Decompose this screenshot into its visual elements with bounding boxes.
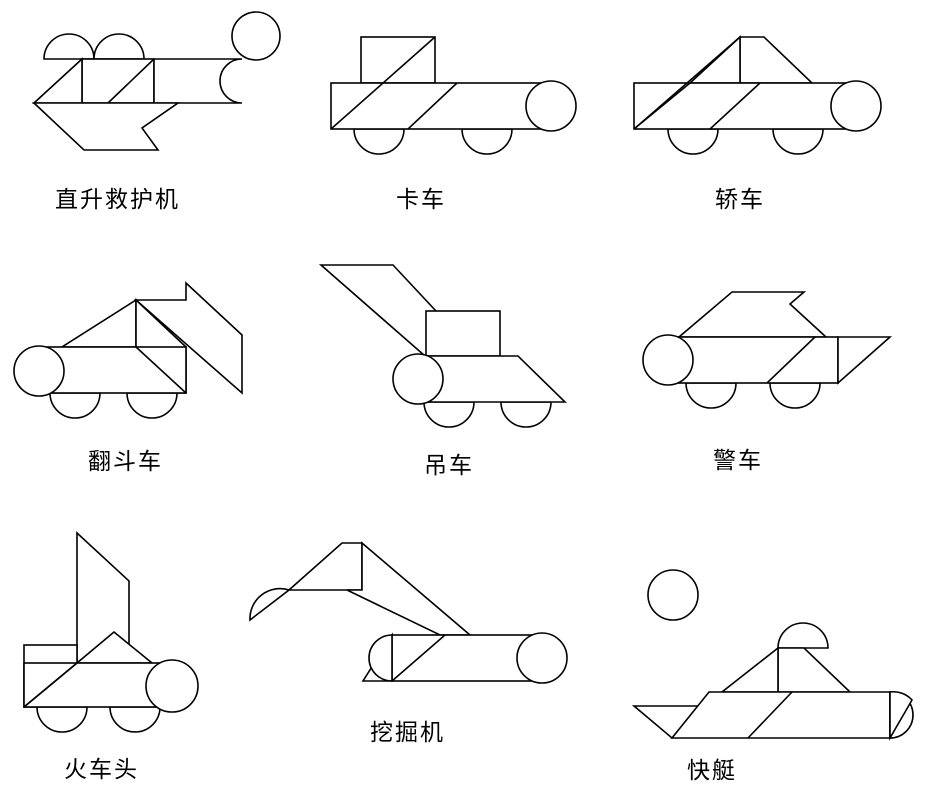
arm-parallelogram [346, 541, 473, 636]
skid-parallelogram [31, 102, 181, 151]
figure-crane [318, 264, 567, 428]
wheel-half-circle-right [772, 128, 824, 155]
tail-circle [231, 11, 281, 61]
wheel-half-circle-right [109, 706, 161, 733]
arm-triangle [286, 542, 363, 591]
cab-triangle [59, 298, 137, 348]
stern-half-circle-outer [889, 690, 913, 741]
wheel-half-circle-left [423, 401, 475, 428]
cab-diagonal [23, 662, 78, 708]
bucket-half-circle [249, 587, 291, 622]
dump-bucket [133, 281, 243, 395]
caption-police-car: 警车 [713, 448, 763, 474]
rear-circle [642, 334, 694, 386]
hull-body [670, 691, 891, 739]
cab-square [360, 36, 436, 84]
body-square [81, 58, 155, 104]
front-circle [830, 80, 882, 132]
figure-excavator [249, 541, 568, 684]
wheel-half-circle-left [667, 128, 719, 155]
caption-speedboat: 快艇 [687, 758, 737, 784]
wheel-half-circle-right [461, 128, 513, 155]
car-body [633, 82, 857, 130]
front-circle [525, 80, 577, 132]
figure-truck [330, 36, 577, 155]
nose-triangle [31, 57, 83, 104]
sun-circle [647, 569, 699, 621]
front-circle [145, 659, 199, 713]
rear-circle [392, 353, 444, 405]
body-diagonal [107, 58, 155, 104]
wheel-half-circle-left [36, 706, 88, 733]
roof-shape [676, 291, 829, 338]
rotor-half-circle-right [93, 33, 145, 60]
body-diagonal [391, 634, 446, 682]
figure-dump-truck [13, 281, 243, 419]
front-circle [516, 632, 568, 684]
body-diagonal-b [633, 36, 741, 130]
body-diagonal [766, 336, 816, 384]
caption-crane: 吊车 [424, 453, 474, 479]
front-circle [13, 345, 65, 397]
front-parallelogram [837, 336, 893, 385]
cargo-body [330, 82, 552, 130]
caption-dump-truck: 翻斗车 [88, 449, 163, 475]
figure-sedan [633, 35, 882, 155]
wheel-half-circle-right [769, 382, 821, 409]
cabin-half-circle [777, 622, 829, 649]
caption-helicopter: 直升救护机 [55, 187, 180, 213]
wheel-half-circle-right [500, 401, 552, 428]
mast-triangle [777, 647, 852, 693]
caption-truck: 卡车 [396, 187, 446, 213]
roof-shape [739, 36, 814, 84]
body-diagonal [407, 82, 458, 130]
bow-triangle [719, 646, 779, 693]
tail-strip [153, 58, 243, 104]
rotor-half-circle-left [43, 33, 95, 60]
caption-excavator: 挖掘机 [370, 720, 445, 746]
cab-diagonal [330, 36, 436, 130]
hull-diagonal [747, 691, 793, 739]
rear-half-circle [368, 634, 393, 682]
wheel-half-circle-right [126, 392, 178, 419]
figure-speedboat [631, 569, 914, 741]
wheel-half-circle-left [49, 392, 101, 419]
wheel-half-circle-left [685, 382, 737, 409]
figure-locomotive [23, 531, 199, 733]
cabin-square [425, 310, 501, 357]
caption-sedan: 轿车 [715, 187, 765, 213]
caption-locomotive: 火车头 [64, 757, 139, 783]
figure-helicopter [31, 11, 281, 151]
figure-police-car [642, 291, 893, 409]
body-diagonal [135, 346, 187, 394]
wheel-half-circle-left [353, 128, 405, 155]
body-diagonal-c [709, 82, 761, 130]
